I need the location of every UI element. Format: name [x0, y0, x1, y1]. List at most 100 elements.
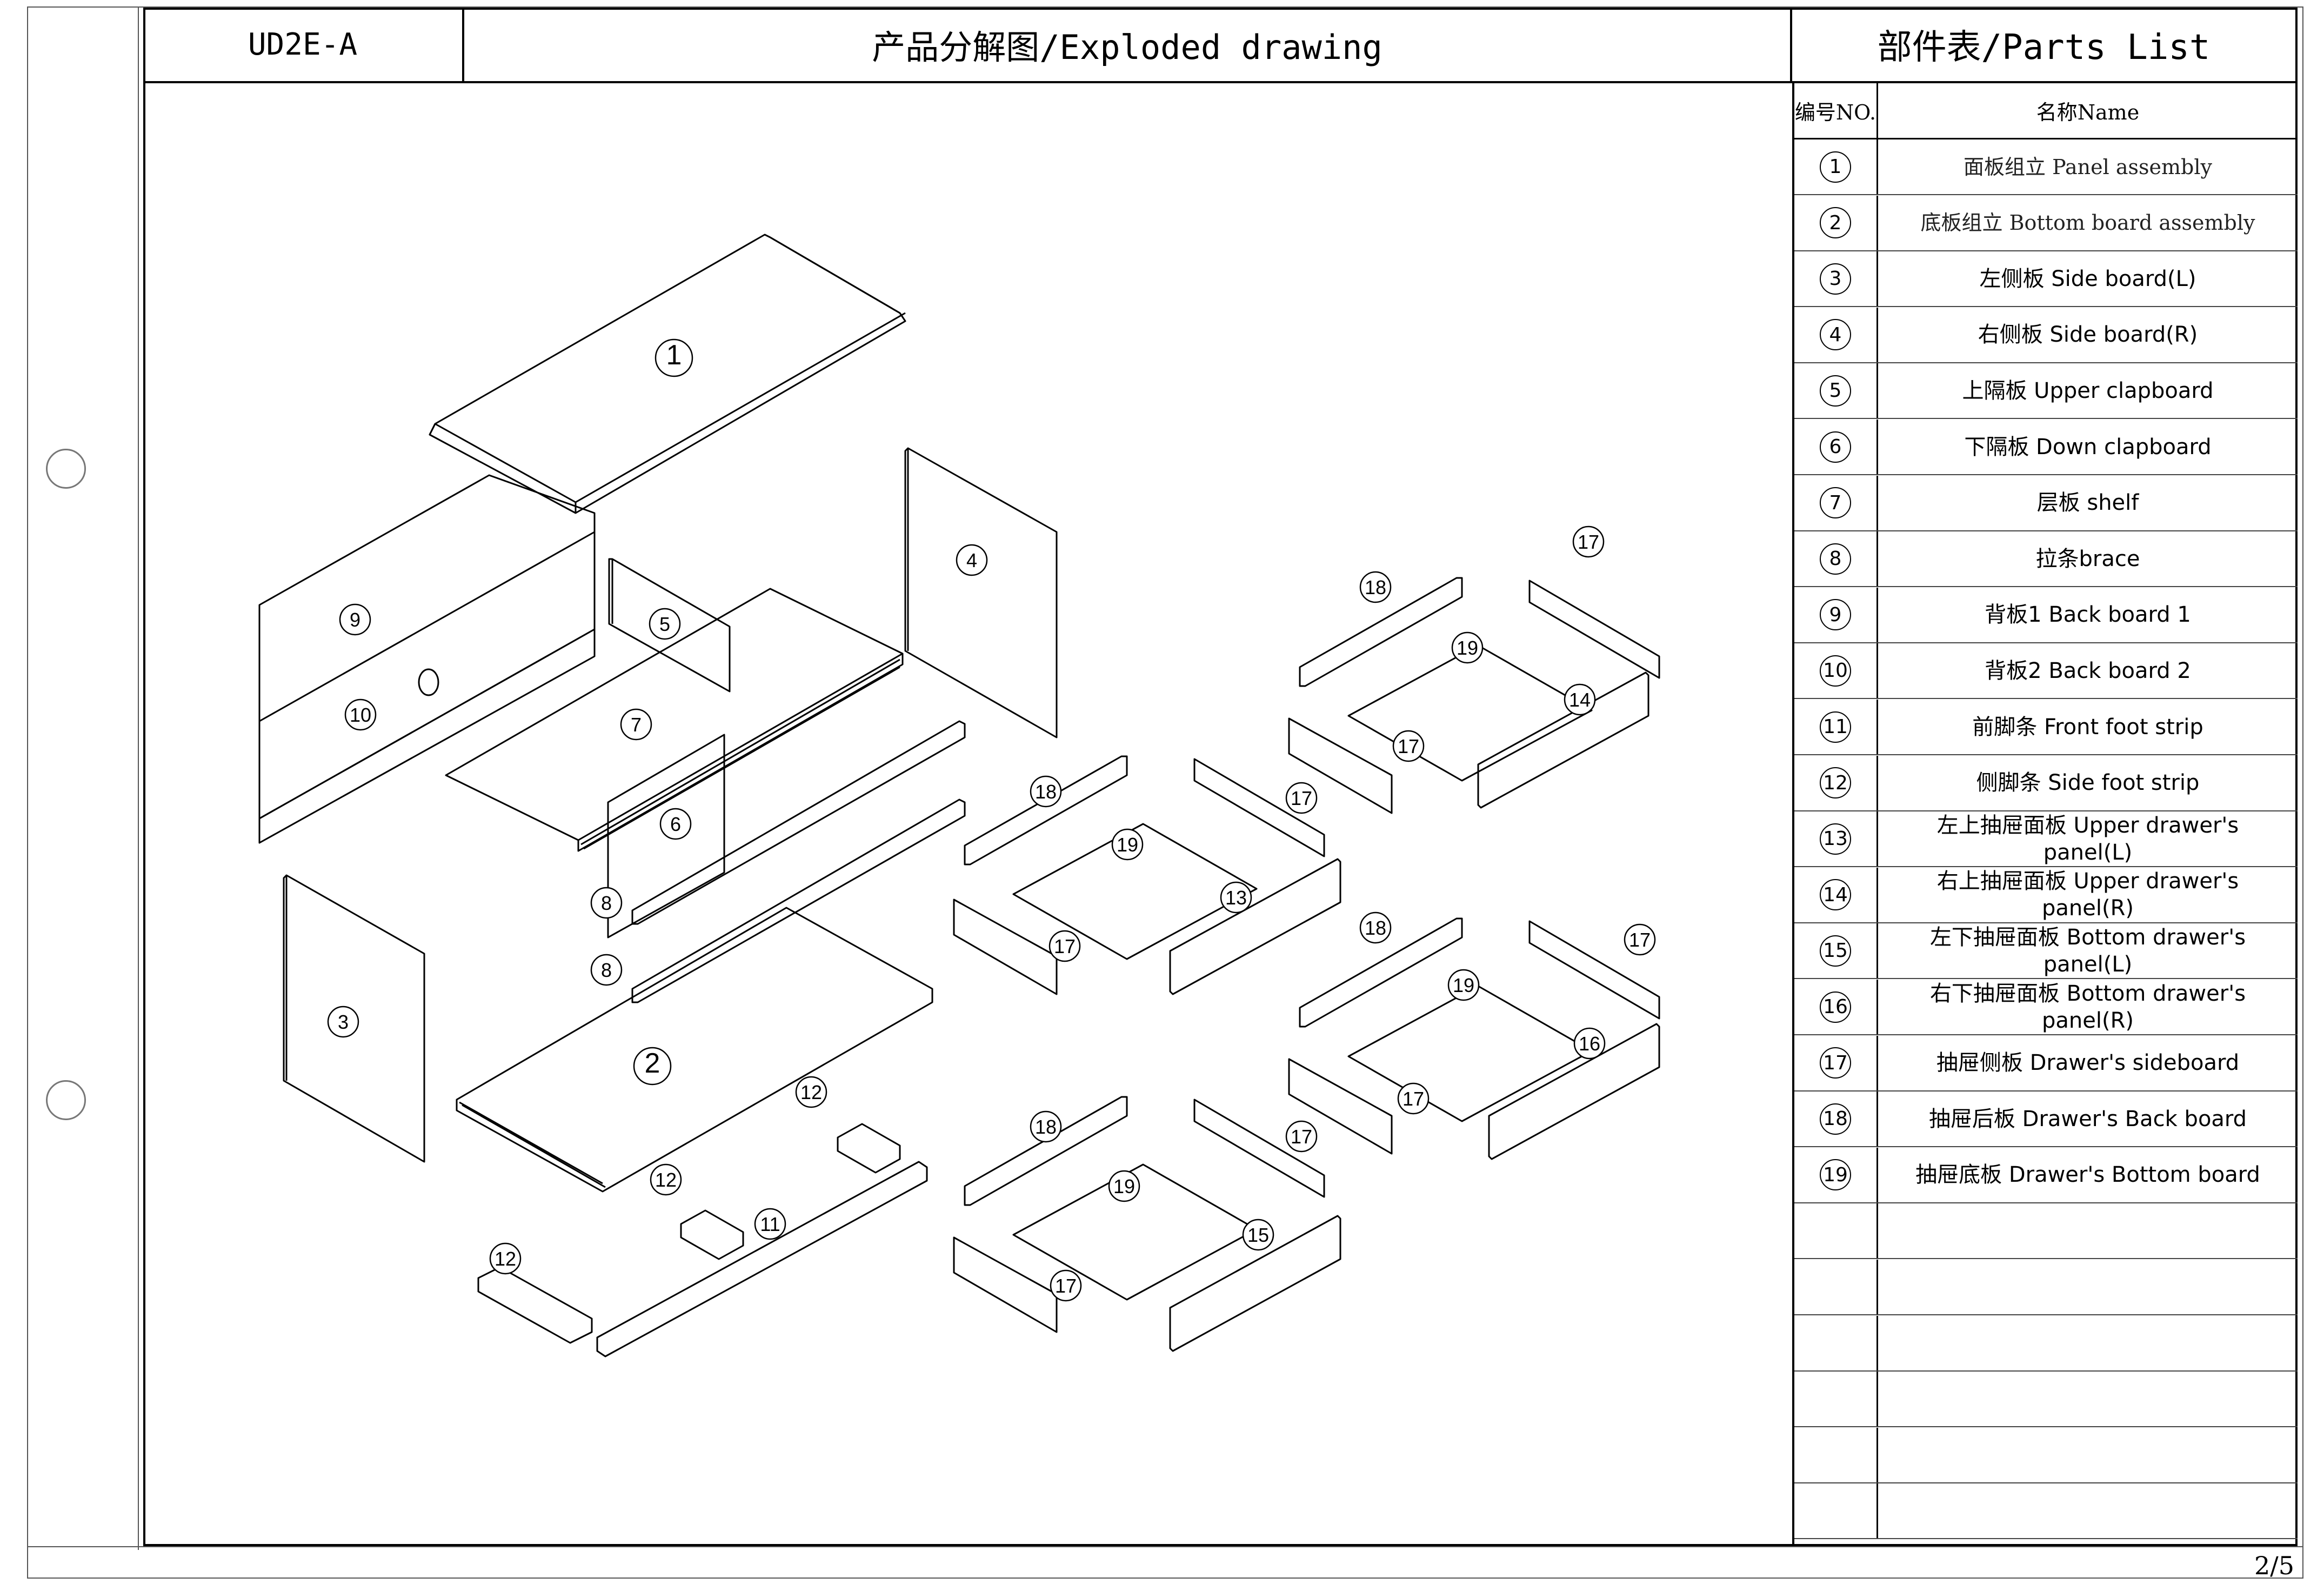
part-number-circle: 12 [1820, 767, 1851, 799]
part-number-circle: 14 [1820, 879, 1851, 911]
part-number-circle: 10 [1820, 655, 1851, 687]
part-name-cell: 上隔板 Upper clapboard [1962, 378, 2214, 403]
svg-text:18: 18 [1035, 1116, 1057, 1138]
callout-17c: 17 [1285, 782, 1318, 814]
parts-list-row: 13 左上抽屉面板 Upper drawer's panel(L) [1794, 811, 2298, 868]
part-12-side-foot-strip-b [680, 1209, 744, 1260]
svg-text:19: 19 [1457, 637, 1478, 659]
part-11-front-foot-strip [596, 1161, 928, 1357]
part-number-circle: 6 [1820, 431, 1851, 463]
drawer-panel-16 [1488, 1023, 1660, 1160]
part-number-cell: 17 [1794, 1035, 1878, 1090]
callout-4: 4 [956, 544, 988, 576]
exploded-drawing-svg: 1 2 3 4 5 6 7 8 8 9 10 11 12 12 12 13 14… [258, 234, 1660, 1357]
parts-list-row [1794, 1483, 2298, 1540]
part-name-cell: 下隔板 Down clapboard [1964, 434, 2212, 460]
svg-text:8: 8 [601, 959, 612, 981]
part-name-cell [1878, 1203, 2298, 1258]
part-name-cell: 左上抽屉面板 Upper drawer's panel(L) [1936, 813, 2239, 865]
binder-margin-line [138, 6, 139, 1550]
drawer-group-middle-left [953, 755, 1341, 995]
part-name-cell: 侧脚条 Side foot strip [1976, 770, 2200, 796]
callout-8b: 8 [590, 954, 623, 986]
part-name-cell: 层板 shelf [2036, 490, 2139, 516]
binder-hole-top [46, 449, 86, 489]
svg-text:4: 4 [966, 549, 977, 571]
svg-text:12: 12 [495, 1248, 516, 1270]
part-5-upper-clapboard [608, 558, 731, 693]
part-number-cell: 8 [1794, 531, 1878, 587]
svg-text:19: 19 [1117, 834, 1138, 856]
callout-19d: 19 [1108, 1170, 1140, 1202]
part-number-cell: 18 [1794, 1092, 1878, 1147]
part-number-circle: 1 [1820, 151, 1851, 183]
svg-text:12: 12 [800, 1081, 822, 1103]
callout-19a: 19 [1451, 631, 1484, 664]
part-number-cell: 3 [1794, 251, 1878, 307]
callout-12b: 12 [650, 1163, 682, 1196]
column-header-name: 名称Name [2036, 101, 2140, 124]
svg-text:19: 19 [1113, 1175, 1135, 1197]
part-name-cell: 背板1 Back board 1 [1985, 602, 2191, 628]
binder-hole-bottom [46, 1080, 86, 1120]
svg-text:1: 1 [666, 340, 682, 371]
drawer-panel-14 [1477, 671, 1649, 809]
part-number-cell [1794, 1315, 1878, 1370]
drawer-back-board-18b [964, 755, 1128, 866]
title-row: UD2E-A 产品分解图/Exploded drawing 部件表/Parts … [143, 8, 2298, 83]
callout-17b: 17 [1392, 730, 1425, 762]
drawer-side-board-17f [1288, 1058, 1393, 1155]
part-2-bottom-board [456, 907, 933, 1193]
svg-text:3: 3 [338, 1011, 349, 1033]
parts-list-row: 18 抽屉后板 Drawer's Back board [1794, 1092, 2298, 1148]
callout-13: 13 [1220, 881, 1252, 914]
part-number-circle: 8 [1820, 543, 1851, 575]
part-number-cell [1794, 1483, 1878, 1539]
part-number-circle: 16 [1820, 991, 1851, 1023]
callout-18d: 18 [1030, 1110, 1062, 1143]
part-number-circle: 13 [1820, 823, 1851, 855]
part-7-shelf-groove [580, 658, 900, 850]
part-number-cell: 5 [1794, 363, 1878, 418]
part-number-circle: 9 [1820, 599, 1851, 631]
drawer-panel-13 [1169, 858, 1341, 995]
drawer-bottom-board-19c [1347, 985, 1593, 1122]
svg-text:12: 12 [655, 1169, 677, 1191]
parts-list-row: 12 侧脚条 Side foot strip [1794, 755, 2298, 811]
callout-19b: 19 [1111, 828, 1144, 861]
svg-text:6: 6 [670, 813, 681, 835]
callout-17d: 17 [1049, 930, 1081, 962]
part-name-cell: 左下抽屉面板 Bottom drawer's panel(L) [1929, 924, 2246, 977]
part-number-circle: 4 [1820, 319, 1851, 351]
part-name-cell: 抽屉侧板 Drawer's sideboard [1936, 1050, 2240, 1076]
svg-text:10: 10 [350, 704, 371, 726]
part-3-side-board-left [283, 874, 425, 1163]
callouts: 1 2 3 4 5 6 7 8 8 9 10 11 12 12 12 13 14… [327, 338, 1656, 1302]
drawer-back-board-18d [964, 1096, 1128, 1206]
callout-17a: 17 [1572, 525, 1605, 558]
part-number-circle: 5 [1820, 375, 1851, 407]
svg-text:17: 17 [1055, 1275, 1077, 1297]
part-number-cell: 9 [1794, 587, 1878, 642]
svg-text:7: 7 [631, 714, 642, 736]
part-name-cell: 抽屉后板 Drawer's Back board [1928, 1106, 2247, 1132]
part-12-side-foot-strip-a [837, 1123, 901, 1174]
part-number-cell [1794, 1427, 1878, 1482]
callout-16: 16 [1573, 1027, 1606, 1060]
drawer-panel-15 [1169, 1215, 1341, 1352]
callout-1: 1 [655, 338, 693, 377]
part-8-brace-lower [631, 798, 966, 1003]
part-number-circle: 19 [1820, 1159, 1851, 1191]
svg-text:13: 13 [1225, 887, 1247, 909]
part-name-cell: 抽屉底板 Drawer's Bottom board [1915, 1162, 2260, 1188]
part-7-shelf [445, 588, 904, 852]
part-9-back-board [258, 474, 596, 820]
part-number-circle: 11 [1820, 711, 1851, 743]
callout-6: 6 [659, 808, 692, 840]
model-code: UD2E-A [143, 8, 464, 81]
part-name-cell: 右侧板 Side board(R) [1978, 322, 2198, 348]
